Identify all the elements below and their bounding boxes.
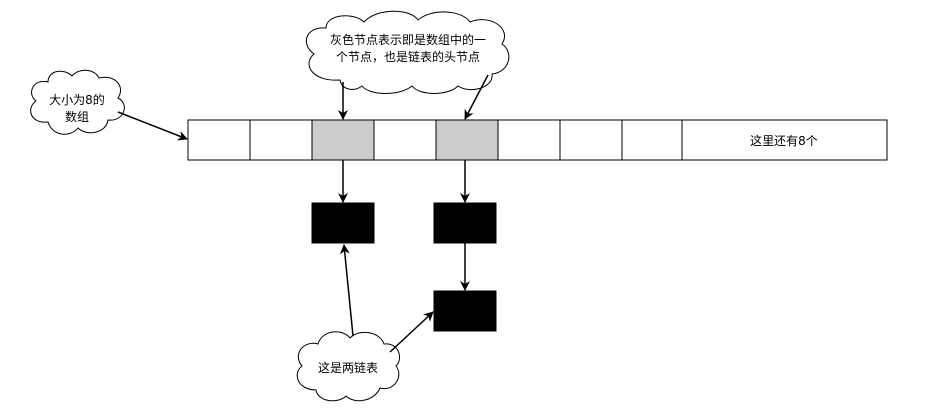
arrow-size-note-to-array: [117, 111, 188, 141]
arrow-lists-note-to-list2: [389, 311, 434, 353]
size-note-line2: 数组: [65, 109, 89, 124]
array-cell-6: [497, 119, 561, 161]
array-remainder: 这里还有8个: [681, 119, 888, 161]
gray-note-cloud: 灰色节点表示即是数组中的一 个节点，也是链表的头节点: [305, 10, 510, 94]
gray-note-line2: 个节点，也是链表的头节点: [336, 49, 480, 64]
size-note-cloud: 大小为8的 数组: [30, 69, 125, 135]
gray-note-line1: 灰色节点表示即是数组中的一: [330, 32, 486, 47]
array-cell-2: [249, 119, 313, 161]
list2-node2: [433, 290, 497, 332]
lists-note-line1: 这是两链表: [318, 360, 378, 375]
lists-note-cloud-shape: [296, 331, 400, 402]
arrow-gray-note-to-cell5: [464, 74, 489, 120]
list2-node1: [433, 202, 497, 244]
arrow-lists-note-to-list1: [339, 244, 354, 337]
list1-node1: [311, 202, 375, 244]
size-note-cloud-shape: [30, 69, 125, 135]
array-cell-5: [435, 119, 499, 161]
array-cell-8: [621, 119, 685, 161]
array-cell-4: [373, 119, 437, 161]
array-cell-3: [311, 119, 375, 161]
gray-note-cloud-shape: [305, 10, 510, 94]
array-cell-1: [187, 119, 251, 161]
array-cell-7: [559, 119, 623, 161]
size-note-line1: 大小为8的: [49, 92, 105, 107]
array-remainder-cell: [681, 119, 888, 161]
array-remainder-label: 这里还有8个: [750, 133, 818, 148]
lists-note-cloud: 这是两链表: [296, 331, 400, 402]
array: [187, 119, 685, 161]
